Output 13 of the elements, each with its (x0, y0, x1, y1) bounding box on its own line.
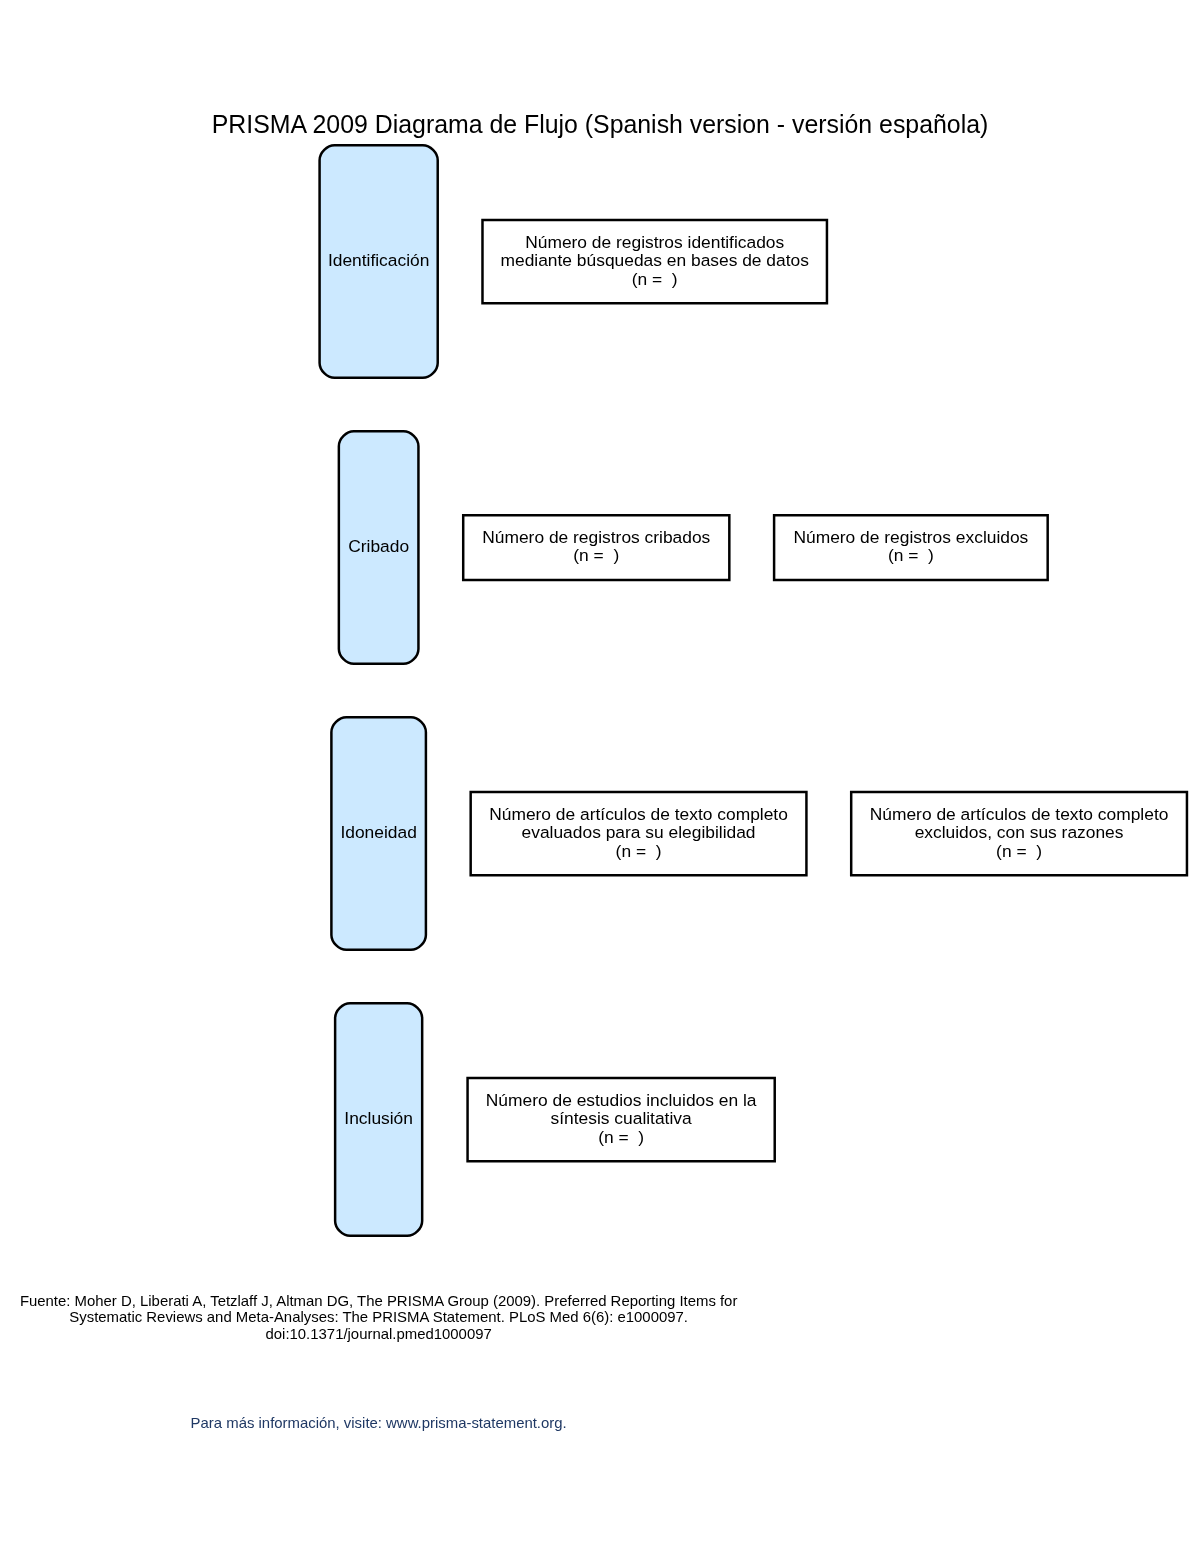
node-box: Número de registros cribados (n = ) (461, 513, 731, 581)
node-box: Número de estudios incluidos en la síntesis cualitativa (n = ) (466, 1076, 776, 1162)
node-box: Idoneidad (330, 715, 428, 951)
node-box: Inclusión (333, 1001, 424, 1237)
label: Para más información, visite: www.prisma-statement.org. (190, 1413, 567, 1430)
node-box: Número de artículos de texto completo evaluados para su elegibilidad (n = ) (469, 790, 808, 876)
node-box: Número de artículos de texto completo excluidos, con sus razones (n = ) (849, 790, 1189, 876)
node-box: Identificación (318, 143, 439, 379)
diagram-title: PRISMA 2009 Diagrama de Flujo (Spanish version - versión española) (211, 109, 989, 138)
node-box: Número de registros excluidos (n = ) (772, 513, 1049, 581)
node-box: Número de registros identificados mediante búsquedas en bases de datos (n = ) (481, 218, 829, 304)
node-box: Cribado (337, 429, 420, 665)
label: Fuente: Moher D, Liberati A, Tetzlaff J, Altman DG, The PRISMA Group (2009). Preferred Reporting Items for Systematic Reviews and Meta-Analyses: The PRISMA Statement. PLoS Med 6(6): e1000097. doi:10.1371/journal.pmed1000097 (19, 1291, 738, 1342)
